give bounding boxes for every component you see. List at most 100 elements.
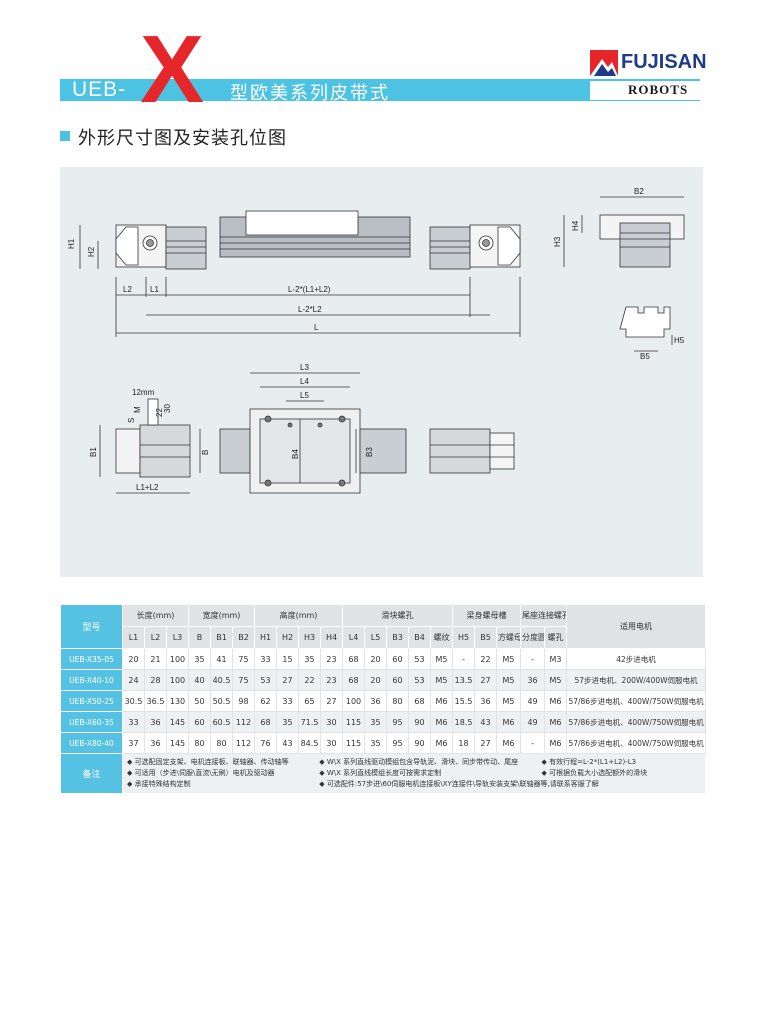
label-l4: L4: [300, 377, 309, 386]
table-group-header-row: 型号 长度(mm) 宽度(mm) 高度(mm) 滑块螺孔 梁身螺母槽 尾座连接螺…: [60, 604, 707, 649]
front-view-labels: H1 H2 L2 L1 L-2*(L1+L2) L-2*L2 L: [67, 238, 331, 332]
table-cell: 53: [408, 669, 432, 691]
table-cell: 20: [364, 648, 388, 670]
table-cell: -: [520, 732, 546, 754]
table-cell: 27: [474, 669, 498, 691]
motor-cell: 42步进电机: [566, 648, 707, 670]
header-length: 长度(mm): [122, 604, 189, 627]
table-cell: M5: [544, 669, 568, 691]
label-h3: H3: [553, 236, 562, 247]
table-cell: 100: [342, 690, 366, 712]
header-model: 型号: [60, 604, 123, 649]
header-band: [60, 79, 700, 101]
table-cell: 100: [166, 669, 189, 691]
table-cell: 68: [254, 711, 277, 733]
table-cell: 130: [166, 690, 189, 712]
sub-header: 螺纹: [430, 626, 454, 649]
table-cell: M6: [430, 711, 454, 733]
dimension-drawing: H1 H2 L2 L1 L-2*(L1+L2) L-2*L2 L B2 H3 H…: [60, 167, 703, 577]
table-cell: -: [520, 648, 546, 670]
table-cell: 37: [122, 732, 145, 754]
table-cell: 60: [188, 711, 211, 733]
header-x-mark: X: [140, 16, 205, 123]
table-cell: 33: [122, 711, 145, 733]
section-bullet: [60, 131, 70, 141]
table-cell: 49: [520, 690, 546, 712]
sub-header: H5: [452, 626, 476, 649]
table-cell: 62: [254, 690, 277, 712]
table-cell: M6: [496, 732, 522, 754]
model-cell: UEB-X60-35: [60, 711, 123, 733]
motor-cell: 57/86步进电机、400W/750W伺服电机: [566, 711, 707, 733]
table-cell: 53: [254, 669, 277, 691]
sub-header: L1: [122, 626, 145, 649]
note-item: ◆ 可选配固定支架、电机连接板、联轴器、传动轴等: [127, 758, 289, 766]
table-cell: 27: [474, 732, 498, 754]
label-h4: H4: [571, 220, 580, 231]
table-cell: 22: [474, 648, 498, 670]
table-cell: 23: [319, 669, 344, 691]
robots-box: [590, 81, 700, 100]
table-cell: 35: [188, 648, 211, 670]
table-cell: 13.5: [452, 669, 476, 691]
label-h2: H2: [87, 246, 96, 257]
motor-cell: 57/86步进电机、400W/750W伺服电机: [566, 732, 707, 754]
dimension-drawing-svg: H1 H2 L2 L1 L-2*(L1+L2) L-2*L2 L B2 H3 H…: [67, 187, 685, 494]
table-cell: 24: [122, 669, 145, 691]
header-motor: 适用电机: [566, 604, 707, 649]
label-h5: H5: [674, 336, 685, 345]
table-cell: 115: [342, 711, 366, 733]
sub-header: B3: [386, 626, 410, 649]
table-cell: 80: [210, 732, 233, 754]
top-view-labels: L3 L4 L5 12mm S M 22 30 B1 B L1+L2 B4 B3: [89, 363, 374, 492]
table-cell: 43: [474, 711, 498, 733]
table-cell: M6: [544, 690, 568, 712]
model-cell: UEB-X40-10: [60, 669, 123, 691]
table-cell: 41: [210, 648, 233, 670]
table-cell: M6: [430, 732, 454, 754]
table-cell: M6: [544, 732, 568, 754]
sub-header: 分度圆: [520, 626, 546, 649]
table-cell: 60: [386, 648, 410, 670]
table-cell: 27: [319, 690, 344, 712]
table-cell: 15: [276, 648, 299, 670]
note-item: ◆ 可选配件:57步进\60伺服电机连接板\XY连接件\导轨安装支架\联轴器等,…: [319, 780, 599, 788]
label-l: L: [314, 323, 319, 332]
table-cell: 60.5: [210, 711, 233, 733]
note-item: ◆ W\X 系列直线模组长度可按需求定制: [319, 769, 442, 777]
side-view-labels: B2 H3 H4: [553, 187, 644, 247]
table-cell: M6: [496, 711, 522, 733]
front-view: [79, 210, 521, 337]
sub-header: L2: [144, 626, 167, 649]
table-cell: 90: [408, 732, 432, 754]
notes-label: 备注: [60, 753, 123, 794]
table-cell: 112: [232, 732, 255, 754]
table-cell: 33: [276, 690, 299, 712]
label-30: 30: [163, 404, 172, 413]
table-cell: 27: [276, 669, 299, 691]
label-22: 22: [155, 408, 164, 417]
table-cell: 36: [364, 690, 388, 712]
table-cell: 36.5: [144, 690, 167, 712]
model-cell: UEB-X80-40: [60, 732, 123, 754]
table-cell: 33: [254, 648, 277, 670]
table-cell: 40.5: [210, 669, 233, 691]
table-cell: 65: [298, 690, 321, 712]
table-cell: 75: [232, 669, 255, 691]
robots-label: ROBOTS: [628, 82, 689, 97]
table-cell: 98: [232, 690, 255, 712]
motor-cell: 57步进电机、200W/400W伺服电机: [566, 669, 707, 691]
table-cell: 68: [342, 669, 366, 691]
notes-column-3: ◆ 有效行程=L-2*(L1+L2)-L3 ◆ 可根据负载大小选配额外的滑块: [541, 757, 691, 779]
table-cell: M5: [496, 690, 522, 712]
label-l3: L3: [300, 363, 309, 372]
note-item: ◆ 可根据负载大小选配额外的滑块: [541, 769, 648, 777]
table-cell: 22: [298, 669, 321, 691]
table-cell: 36: [474, 690, 498, 712]
spec-table: 型号 长度(mm) 宽度(mm) 高度(mm) 滑块螺孔 梁身螺母槽 尾座连接螺…: [60, 604, 707, 794]
table-cell: M5: [496, 648, 522, 670]
